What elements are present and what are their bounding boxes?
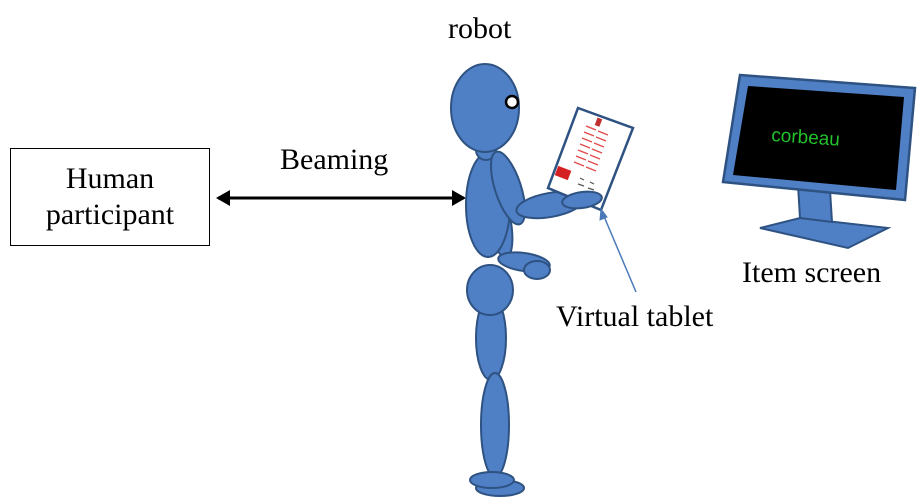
monitor-screen xyxy=(733,86,904,190)
item-screen-monitor xyxy=(721,73,917,250)
virtual-tablet-label: Virtual tablet xyxy=(556,300,714,333)
tablet-list-lines xyxy=(573,125,609,172)
monitor-base xyxy=(759,216,892,250)
robot-eye xyxy=(504,94,520,110)
robot-figure xyxy=(450,63,585,497)
robot-hips xyxy=(466,264,514,316)
tablet-header-mark xyxy=(594,117,603,127)
screen-word: corbeau xyxy=(770,125,841,151)
robot-label: robot xyxy=(448,12,512,45)
robot-upper-arm-front xyxy=(489,150,527,226)
beaming-label: Beaming xyxy=(280,143,389,176)
tablet-pointer-arrow xyxy=(599,207,637,293)
tablet-red-button xyxy=(554,165,572,181)
human-participant-box: Human participant xyxy=(10,148,210,246)
robot-thumb xyxy=(561,190,603,210)
human-participant-line1: Human xyxy=(65,162,155,195)
human-participant-line2: participant xyxy=(45,198,175,231)
robot-lower-leg xyxy=(480,372,510,478)
robot-hand-back xyxy=(523,260,551,280)
tablet-bottom-marks xyxy=(577,177,595,191)
robot-head xyxy=(450,63,520,153)
beaming-arrow xyxy=(216,190,466,206)
robot-foot-front xyxy=(469,471,515,489)
item-screen-label: Item screen xyxy=(742,256,882,289)
